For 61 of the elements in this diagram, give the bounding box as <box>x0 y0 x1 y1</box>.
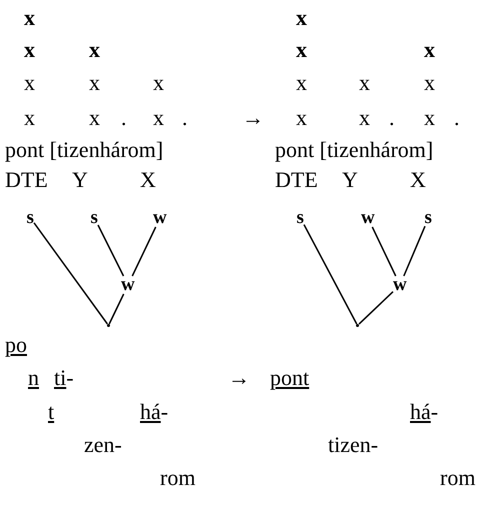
branch-joint <box>356 324 358 326</box>
constituent-label: DTE <box>5 168 48 192</box>
grid-mark: x <box>24 106 35 130</box>
grid-mark: x <box>89 106 100 130</box>
syllable-text: pont <box>270 366 310 390</box>
grid-mark: x <box>296 38 307 62</box>
tree-node-label: s <box>90 209 98 227</box>
grid-mark: x <box>424 71 435 95</box>
grid-dot: . <box>182 106 188 130</box>
tree-node-label: s <box>424 209 432 227</box>
constituent-label: DTE <box>275 168 318 192</box>
tree-node-label: w <box>121 276 135 294</box>
syllable-text: t <box>48 400 54 424</box>
syllable-text: zen- <box>84 433 122 457</box>
constituent-label: X <box>140 168 156 192</box>
constituent-label: X <box>410 168 426 192</box>
grid-mark: x <box>89 71 100 95</box>
grid-mark: x <box>359 106 370 130</box>
word-label: pont [tizenhárom] <box>5 138 164 162</box>
grid-mark: x <box>424 106 435 130</box>
tree-node-label: s <box>296 209 304 227</box>
tree-branch <box>303 224 358 324</box>
word-label: pont [tizenhárom] <box>275 138 434 162</box>
tree-node-label: w <box>393 276 407 294</box>
branch-joint <box>106 324 110 326</box>
grid-mark: x <box>24 38 35 62</box>
grid-mark: x <box>424 38 435 62</box>
grid-mark: x <box>296 71 307 95</box>
arrow-symbol: → <box>242 106 264 130</box>
grid-mark: x <box>24 71 35 95</box>
tree-node-label: w <box>153 209 167 227</box>
grid-mark: x <box>359 71 370 95</box>
grid-mark: x <box>153 71 164 95</box>
constituent-label: Y <box>342 168 358 192</box>
syllable-text: ti- <box>54 366 74 390</box>
grid-mark: x <box>296 6 307 30</box>
tree-branch <box>403 226 426 276</box>
syllable-text: n <box>28 366 39 390</box>
tree-node-label: w <box>361 209 375 227</box>
grid-dot: . <box>389 106 394 130</box>
syllable-text: tizen- <box>328 433 378 457</box>
grid-mark: x <box>24 6 35 30</box>
syllable-text: há- <box>410 400 438 424</box>
syllable-text: há- <box>140 400 168 424</box>
syllable-text: rom <box>160 466 196 490</box>
tree-branch <box>132 226 156 276</box>
tree-branch <box>108 294 124 324</box>
grid-dot: . <box>454 106 460 130</box>
tree-branch <box>97 224 124 276</box>
grid-dot: . <box>121 106 126 130</box>
syllable-text: rom <box>440 466 476 490</box>
grid-mark: x <box>89 38 100 62</box>
grid-mark: x <box>153 106 164 130</box>
tree-branch <box>372 226 396 276</box>
arrow-symbol: → <box>228 366 250 390</box>
grid-mark: x <box>296 106 307 130</box>
tree-branch <box>358 291 394 325</box>
constituent-label: Y <box>72 168 88 192</box>
tree-branch <box>33 222 108 324</box>
tree-node-label: s <box>26 209 34 227</box>
syllable-text: po <box>5 333 27 357</box>
